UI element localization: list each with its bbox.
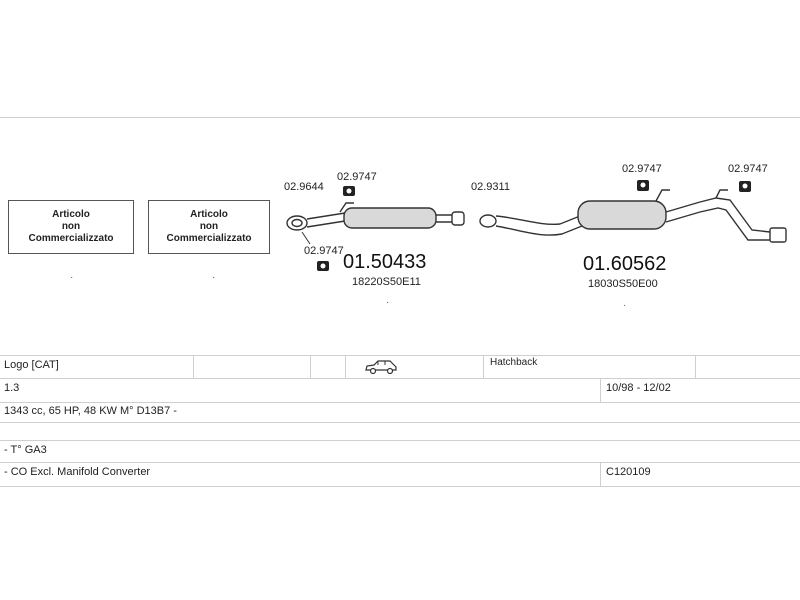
marker-dot: · xyxy=(386,297,390,308)
part-number-ring-gasket: 02.9311 xyxy=(471,181,510,193)
displacement-cell: 1.3 xyxy=(4,382,20,394)
table-rule xyxy=(0,355,800,356)
marker-dot: · xyxy=(212,272,216,283)
rubber-mount-bottom-drawing xyxy=(317,261,329,271)
not-sold-box-1: Articolo non Commercializzato xyxy=(8,200,134,254)
part-number-rear-mount-left: 02.9747 xyxy=(622,163,662,175)
inlet-pipe-drawing xyxy=(306,212,346,228)
mount-bracket-drawing xyxy=(339,202,354,213)
part-number-rubber-mount-bottom: 02.9747 xyxy=(304,245,344,257)
table-col-divider xyxy=(600,462,601,486)
rear-mount-left-drawing xyxy=(637,180,649,191)
part-number-rubber-mount-top: 02.9747 xyxy=(337,171,377,183)
not-sold-line3: Commercializzato xyxy=(166,233,252,244)
table-rule xyxy=(0,422,800,423)
not-sold-line2: non xyxy=(199,221,219,232)
table-rule xyxy=(0,440,800,441)
rubber-mount-top-drawing xyxy=(343,186,355,196)
not-sold-line2: non xyxy=(61,221,81,232)
table-rule xyxy=(0,402,800,403)
table-rule xyxy=(0,378,800,379)
years-cell: 10/98 - 12/02 xyxy=(606,382,671,394)
oem-number-front-pipe: 18220S50E11 xyxy=(352,276,421,288)
catalog-code-cell: C120109 xyxy=(606,466,651,478)
table-rule xyxy=(0,486,800,487)
table-col-divider xyxy=(345,355,346,378)
table-col-divider xyxy=(483,355,484,378)
ring-gasket-drawing xyxy=(479,214,497,228)
front-silencer-drawing xyxy=(343,207,437,229)
engine-code-cell: Logo [CAT] xyxy=(4,359,59,371)
not-sold-line1: Articolo xyxy=(190,209,228,220)
part-number-front-pipe: 01.50433 xyxy=(343,251,426,273)
rear-silencer-drawing xyxy=(479,189,787,243)
note-converter-cell: - CO Excl. Manifold Converter xyxy=(4,466,151,478)
table-col-divider xyxy=(695,355,696,378)
table-rule xyxy=(0,462,800,463)
part-number-rear-mount-right: 02.9747 xyxy=(728,163,768,175)
hatchback-car-icon xyxy=(365,360,397,375)
rear-mount-right-drawing xyxy=(739,181,751,192)
exhaust-diagram: 02.9644 02.9747 02.9747 01.50433 18220S5… xyxy=(284,163,787,290)
not-sold-line1: Articolo xyxy=(52,209,90,220)
marker-dot: · xyxy=(70,272,74,283)
part-number-flange-gasket: 02.9644 xyxy=(284,181,324,193)
front-pipe-drawing xyxy=(286,202,465,231)
top-divider xyxy=(0,117,800,118)
marker-dot: · xyxy=(623,300,627,311)
flange-gasket-drawing xyxy=(286,215,308,231)
oem-number-rear-silencer: 18030S50E00 xyxy=(588,278,658,290)
note-gearbox-cell: - T° GA3 xyxy=(4,444,47,456)
not-sold-box-2: Articolo non Commercializzato xyxy=(148,200,270,254)
table-col-divider xyxy=(600,378,601,402)
table-col-divider xyxy=(310,355,311,378)
body-type-cell: Hatchback xyxy=(490,357,538,368)
not-sold-line3: Commercializzato xyxy=(28,233,114,244)
engine-spec-cell: 1343 cc, 65 HP, 48 KW M° D13B7 - xyxy=(4,405,177,417)
table-col-divider xyxy=(193,355,194,378)
part-number-rear-silencer: 01.60562 xyxy=(583,253,666,275)
